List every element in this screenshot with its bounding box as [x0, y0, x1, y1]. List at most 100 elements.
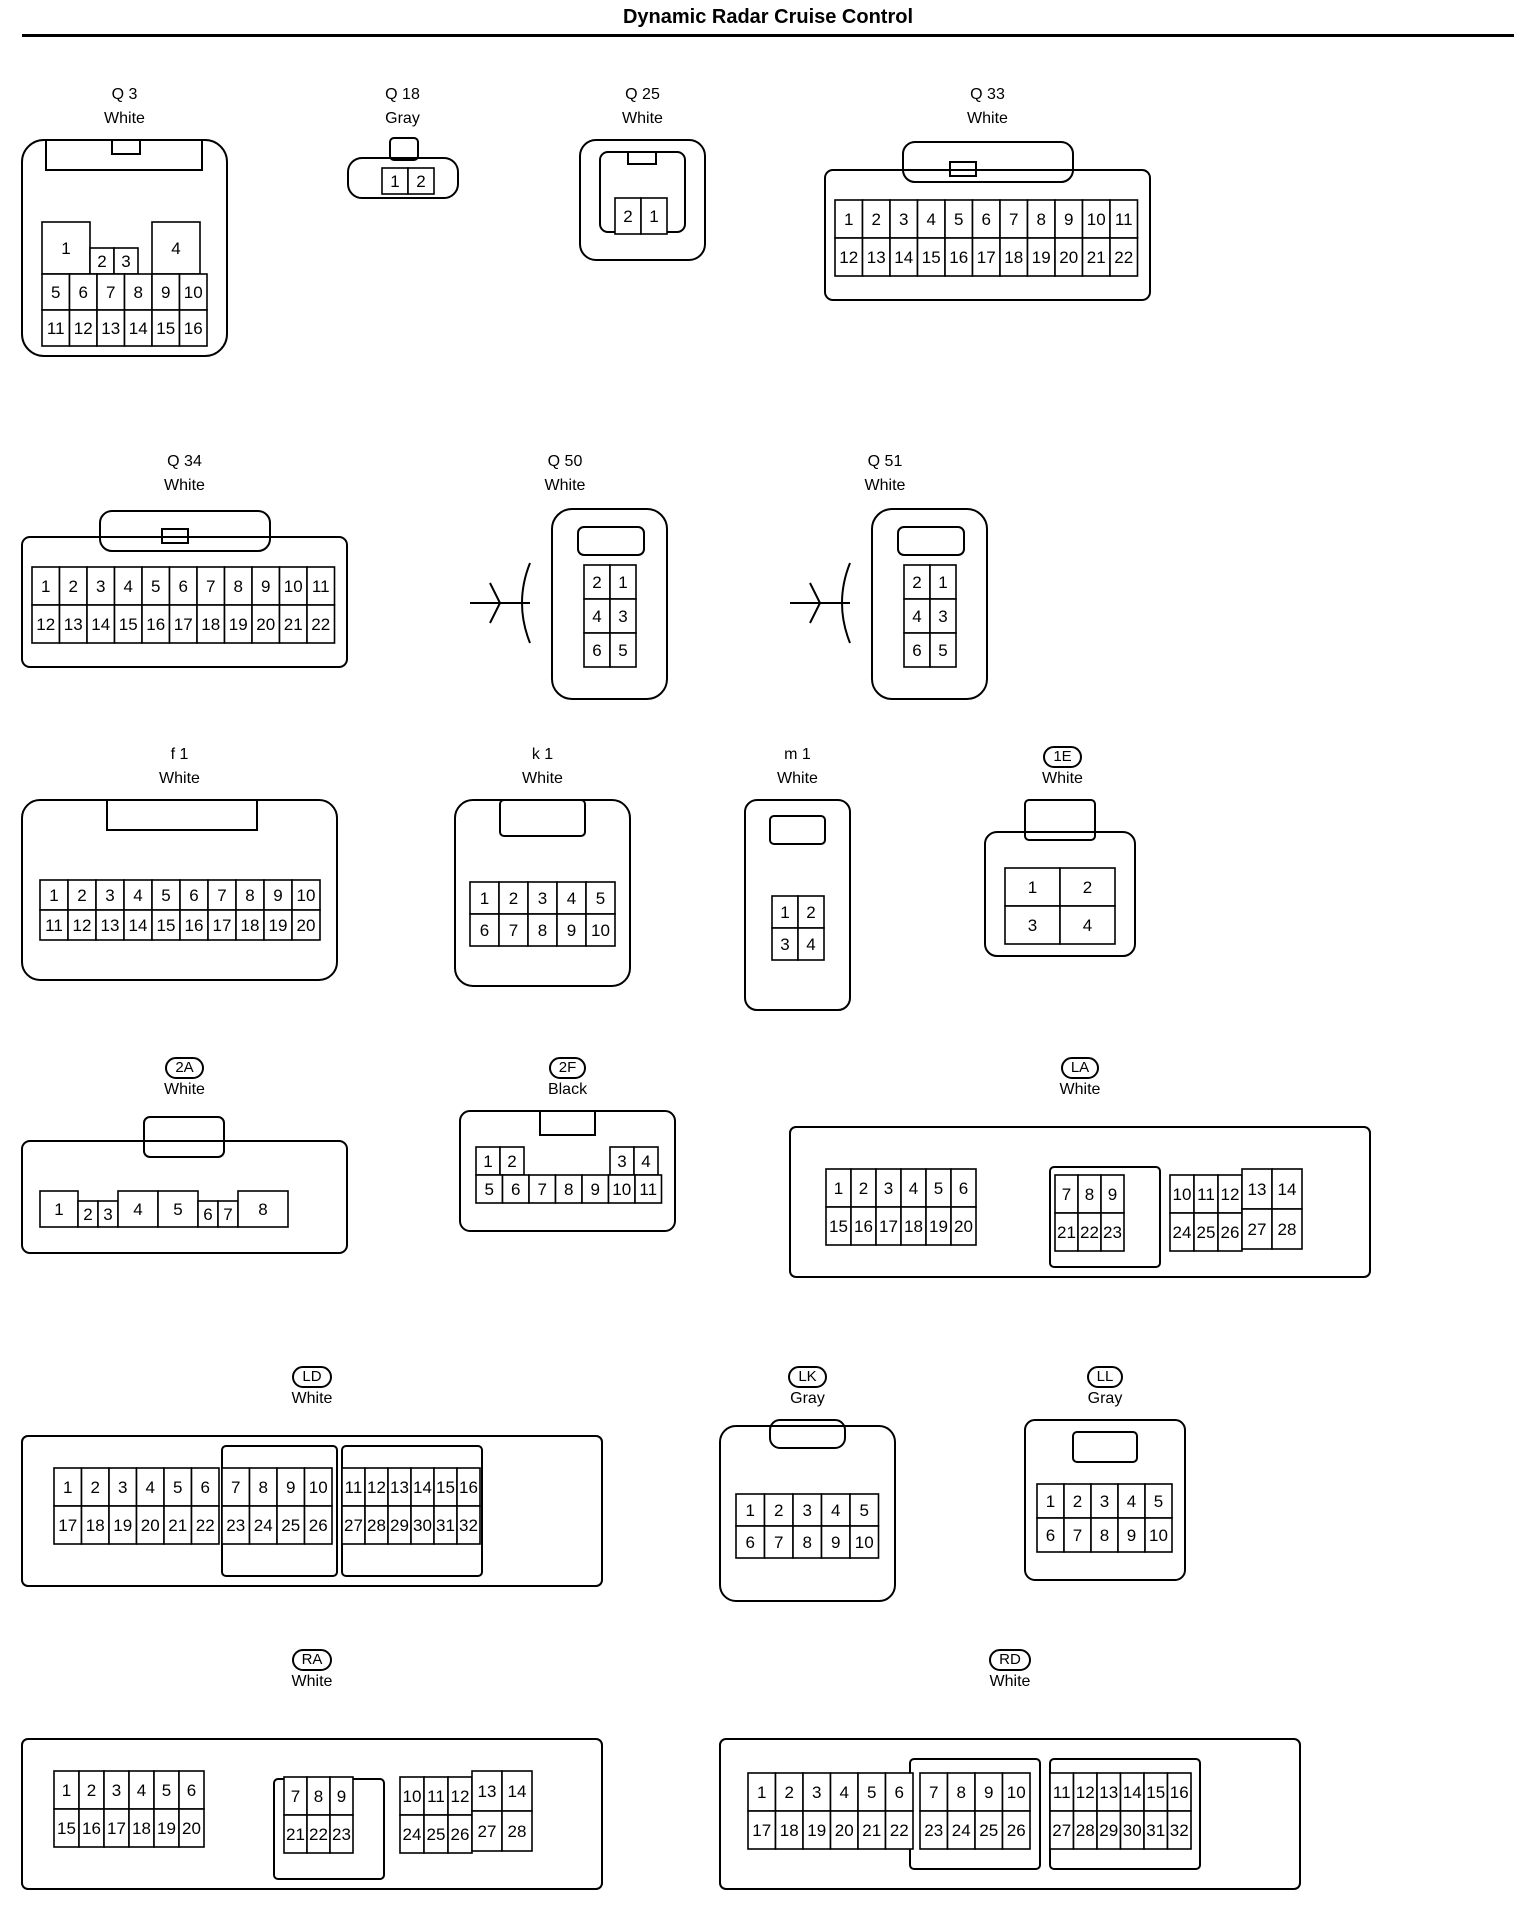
pin-number: 7: [217, 886, 226, 905]
pin-number: 3: [884, 1179, 893, 1198]
pin-number: 9: [984, 1783, 993, 1802]
pin-number: 19: [269, 916, 288, 935]
pin-cell: 6: [190, 1467, 220, 1507]
pin-cell: 5: [163, 1467, 193, 1507]
pin-cell: 4: [900, 1168, 927, 1208]
pin-cell: 17: [747, 1810, 777, 1850]
pin-cavity: [58, 604, 88, 644]
pin-cavity: [223, 566, 253, 606]
pin-number: 10: [855, 1533, 874, 1552]
pin-cell: 10: [1169, 1174, 1195, 1214]
pin-cavity: [95, 909, 125, 941]
pin-number: 4: [124, 577, 133, 596]
pin-cell: 5: [153, 1770, 180, 1810]
pin-cell: 6: [501, 1174, 530, 1204]
pin-number: 4: [641, 1152, 650, 1171]
pin-number: 12: [839, 248, 858, 267]
pin-number: 1: [62, 1781, 71, 1800]
pin-cell: 9: [1054, 199, 1084, 239]
pin-number: 2: [1073, 1492, 1082, 1511]
pin-cell: 20: [291, 909, 321, 941]
pin-number: 30: [413, 1516, 432, 1535]
pin-cell: 8: [223, 566, 253, 606]
pin-cavity: [80, 1467, 110, 1507]
pin-number: 24: [403, 1825, 422, 1844]
pin-number: 8: [538, 921, 547, 940]
pin-number: 31: [1146, 1821, 1165, 1840]
pin-number: 32: [459, 1516, 478, 1535]
pin-number: 7: [106, 283, 115, 302]
pin-cell: 28: [1072, 1810, 1098, 1850]
pin-number: 8: [1085, 1185, 1094, 1204]
pin-cell: 31: [1143, 1810, 1169, 1850]
pin-number: 10: [612, 1180, 631, 1199]
pin-number: 13: [101, 319, 120, 338]
pin-cavity: [475, 1146, 501, 1176]
connector-id-text: LK: [788, 1366, 827, 1388]
connector-color: White: [522, 770, 563, 787]
pin-number: 2: [623, 207, 632, 226]
pin-number: 19: [157, 1819, 176, 1838]
pin-cell: 18: [774, 1810, 804, 1850]
pin-cell: 3: [875, 1168, 902, 1208]
pin-number: 32: [1170, 1821, 1189, 1840]
pin-number: 5: [485, 1180, 494, 1199]
pin-cell: 12: [834, 237, 864, 277]
pin-cavity: [802, 1772, 832, 1812]
pin-number: 23: [332, 1825, 351, 1844]
pin-cell: 14: [410, 1467, 435, 1507]
pin-cell: 23: [221, 1505, 251, 1545]
pin-cell: 10: [291, 879, 321, 911]
pin-number: 5: [173, 1200, 182, 1219]
pin-cavity: [1144, 1517, 1173, 1553]
pin-number: 18: [86, 1516, 105, 1535]
pin-number: 15: [156, 319, 175, 338]
pin-cell: 20: [178, 1808, 205, 1848]
pin-cavity: [1054, 199, 1084, 239]
connector-id: Q 34: [22, 453, 347, 471]
pin-cell: 20: [950, 1206, 977, 1246]
diagram-title: Dynamic Radar Cruise Control: [622, 6, 914, 28]
pin-cavity: [499, 1146, 525, 1176]
pin-cell: 7: [207, 879, 237, 911]
pin-cell: 8: [946, 1772, 976, 1812]
pin-cell: 1: [640, 197, 668, 235]
pin-number: 6: [511, 1180, 520, 1199]
pin-number: 3: [105, 886, 114, 905]
pin-cell: 1: [1004, 867, 1061, 907]
pin-number: 16: [146, 615, 165, 634]
pin-number: 6: [592, 641, 601, 660]
pin-cell: 13: [58, 604, 88, 644]
pin-cavity: [861, 199, 891, 239]
pin-cell: 3: [86, 566, 116, 606]
pin-number: 10: [1173, 1185, 1192, 1204]
pin-number: 1: [390, 172, 399, 191]
pin-cell: 18: [128, 1808, 155, 1848]
connector-id-text: LA: [1060, 1057, 1100, 1079]
pin-number: 23: [226, 1516, 245, 1535]
pin-cell: 6: [68, 273, 98, 311]
pin-cell: 29: [1096, 1810, 1122, 1850]
pin-number: 8: [314, 1787, 323, 1806]
pin-cavity: [95, 879, 125, 911]
pin-cell: 14: [123, 909, 153, 941]
pin-cell: 27: [1241, 1208, 1273, 1250]
connector-id-text: Q 3: [111, 86, 138, 103]
connector-color: White: [104, 110, 145, 127]
pin-number: 7: [291, 1787, 300, 1806]
connector-id-text: m 1: [784, 746, 811, 763]
pin-cell: 22: [306, 1814, 331, 1854]
pin-cell: 4: [583, 598, 611, 634]
pin-cell: 10: [1144, 1517, 1173, 1553]
pin-number: 24: [254, 1516, 273, 1535]
pin-cavity: [825, 1206, 852, 1246]
pin-cavity: [41, 309, 71, 347]
pin-cell: 21: [857, 1810, 887, 1850]
pin-number: 6: [480, 921, 489, 940]
pin-cell: 8: [792, 1525, 823, 1559]
